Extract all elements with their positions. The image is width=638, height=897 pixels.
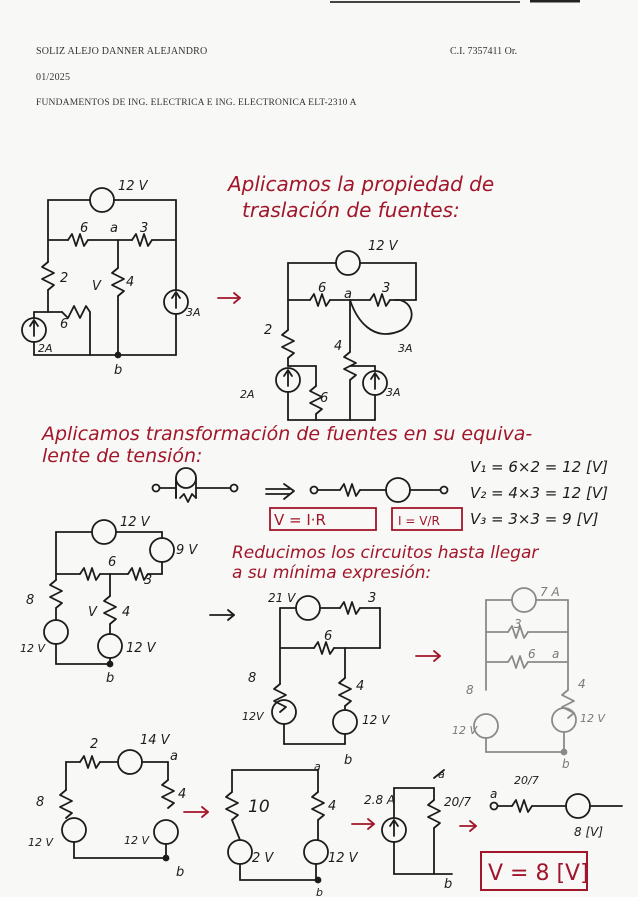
svg-text:8: 8 [466,683,474,697]
svg-text:8: 8 [248,671,256,686]
svg-text:3: 3 [514,617,522,631]
note-reduce-2: a su mínima expresión: [232,563,431,583]
svg-text:2A: 2A [38,342,53,355]
svg-text:b: b [114,363,122,378]
note-transform-1: Aplicamos transformación de fuentes en s… [40,423,532,445]
formula-v: V = I·R [274,511,326,529]
svg-text:12 V: 12 V [362,713,390,727]
svg-text:6: 6 [80,221,88,236]
svg-text:12 V: 12 V [28,836,54,849]
svg-text:a: a [314,760,321,773]
result-text: V = 8 [V] [488,861,589,886]
course-title: FUNDAMENTOS DE ING. ELECTRICA E ING. ELE… [36,98,357,108]
svg-text:2 V: 2 V [252,851,274,866]
svg-text:12 V: 12 V [126,641,157,656]
svg-text:3: 3 [144,573,152,588]
svg-text:10: 10 [248,797,270,817]
svg-text:4: 4 [126,275,134,290]
svg-text:4: 4 [334,339,342,354]
svg-text:14 V: 14 V [140,733,171,748]
svg-text:4: 4 [122,605,130,620]
svg-text:4: 4 [356,679,364,694]
svg-text:4: 4 [328,799,336,814]
svg-text:a: a [170,749,178,764]
svg-text:7 A: 7 A [540,585,560,599]
svg-text:8 [V]: 8 [V] [574,825,603,839]
svg-text:12 V: 12 V [580,712,606,725]
svg-text:9 V: 9 V [176,543,198,558]
equation-2: V₂ = 4×3 = 12 [V] [470,484,608,502]
svg-text:3: 3 [140,221,148,236]
svg-text:a: a [552,647,559,661]
svg-text:6: 6 [60,317,68,332]
circuit-thevenin [489,793,623,819]
circuit-reduced-d [225,769,329,884]
svg-text:2: 2 [60,271,68,286]
equation-1: V₁ = 6×2 = 12 [V] [470,458,608,476]
svg-text:2.8 A: 2.8 A [364,793,395,807]
svg-text:12 V: 12 V [124,834,150,847]
svg-text:6: 6 [320,391,328,406]
svg-text:3A: 3A [398,342,413,355]
svg-text:6: 6 [108,555,116,570]
svg-text:a: a [110,221,118,236]
svg-text:3A: 3A [186,306,201,319]
note-title-1: Aplicamos la propiedad de [226,172,494,196]
svg-text:8: 8 [36,795,44,810]
circuit-reduced-c [59,749,179,862]
svg-text:2: 2 [90,737,98,752]
svg-text:21 V: 21 V [268,591,296,605]
formula-i: I = V/R [398,514,440,528]
svg-text:20/7: 20/7 [444,795,471,809]
svg-text:4: 4 [178,787,186,802]
svg-text:V: V [92,279,102,294]
result-box [480,851,588,891]
svg-text:12V: 12V [242,710,265,723]
note-reduce-1: Reducimos los circuitos hasta llegar [232,543,539,563]
equation-3: V₃ = 3×3 = 9 [V] [470,510,599,528]
circuit-norton [381,769,453,875]
svg-text:3: 3 [382,281,390,296]
svg-text:b: b [316,886,323,897]
svg-text:8: 8 [26,593,34,608]
svg-text:2: 2 [264,323,272,338]
svg-text:3A: 3A [386,386,401,399]
term: 01/2025 [36,72,71,83]
note-title-2: traslación de fuentes: [242,198,460,222]
svg-text:12 V: 12 V [368,239,399,254]
student-id: C.I. 7357411 Or. [450,46,518,57]
svg-text:2A: 2A [240,388,255,401]
note-transform-2: lente de tensión: [42,445,202,467]
svg-text:20/7: 20/7 [514,774,539,787]
student-name: SOLIZ ALEJO DANNER ALEJANDRO [36,46,208,57]
svg-text:6: 6 [324,629,332,644]
svg-text:6: 6 [318,281,326,296]
svg-text:b: b [444,877,452,892]
svg-text:b: b [344,753,352,768]
svg-text:V: V [88,605,98,620]
circuit-translated [275,250,417,421]
source-transform-sketch [151,467,449,503]
svg-text:a: a [438,768,445,781]
svg-text:a: a [344,287,352,302]
svg-text:b: b [562,757,570,771]
svg-text:6: 6 [528,647,536,661]
svg-text:12 V: 12 V [20,642,46,655]
svg-text:12 V: 12 V [452,724,478,737]
svg-text:12 V: 12 V [328,851,359,866]
svg-text:12 V: 12 V [118,179,149,194]
circuit-reduced-a [271,595,381,745]
svg-text:12 V: 12 V [120,515,151,530]
svg-text:3: 3 [368,591,376,606]
svg-text:b: b [176,865,184,880]
circuit-reduced-b [473,587,577,756]
svg-text:4: 4 [578,677,586,691]
svg-text:a: a [490,787,497,801]
svg-text:b: b [106,671,114,686]
circuit-original [21,187,189,359]
circuit-voltage-sources [43,519,175,668]
